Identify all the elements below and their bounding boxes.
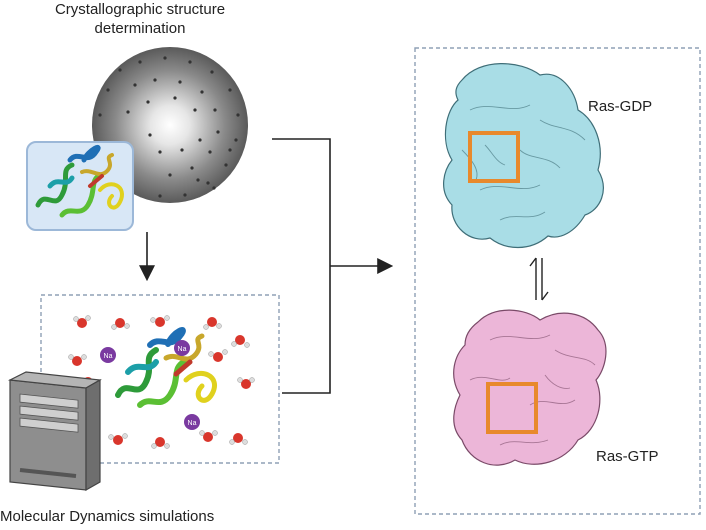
ras-gdp-surface-icon [443, 63, 604, 248]
md-title: Molecular Dynamics simulations [0, 508, 215, 525]
water-molecule-icon [73, 315, 91, 328]
sodium-ion-icon: Na [174, 340, 190, 356]
binding-pocket-box-gtp [486, 382, 538, 434]
svg-text:Na: Na [178, 346, 187, 353]
merge-connector [272, 138, 394, 394]
md-protein-ribbon-icon [115, 327, 217, 408]
computer-tower-icon [7, 371, 102, 492]
crystallography-title: Crystallographic structure determination [20, 0, 260, 38]
binding-pocket-box-gdp [468, 131, 520, 183]
crystal-structure-panel [26, 141, 134, 231]
ras-states-panel [414, 47, 701, 515]
sodium-ion-icon: Na [100, 347, 116, 363]
ras-gtp-surface-icon [453, 309, 607, 466]
protein-ribbon-icon [35, 145, 124, 218]
crystallography-title-line2: determination [94, 20, 186, 37]
equilibrium-arrows-icon [529, 257, 549, 301]
svg-text:Na: Na [104, 353, 113, 360]
crystallography-title-line1: Crystallographic structure [54, 1, 226, 18]
sodium-ion-icon: Na [184, 414, 200, 430]
svg-text:Na: Na [188, 420, 197, 427]
ras-gdp-label: Ras-GDP [588, 98, 653, 115]
ras-gtp-label: Ras-GTP [596, 448, 659, 465]
